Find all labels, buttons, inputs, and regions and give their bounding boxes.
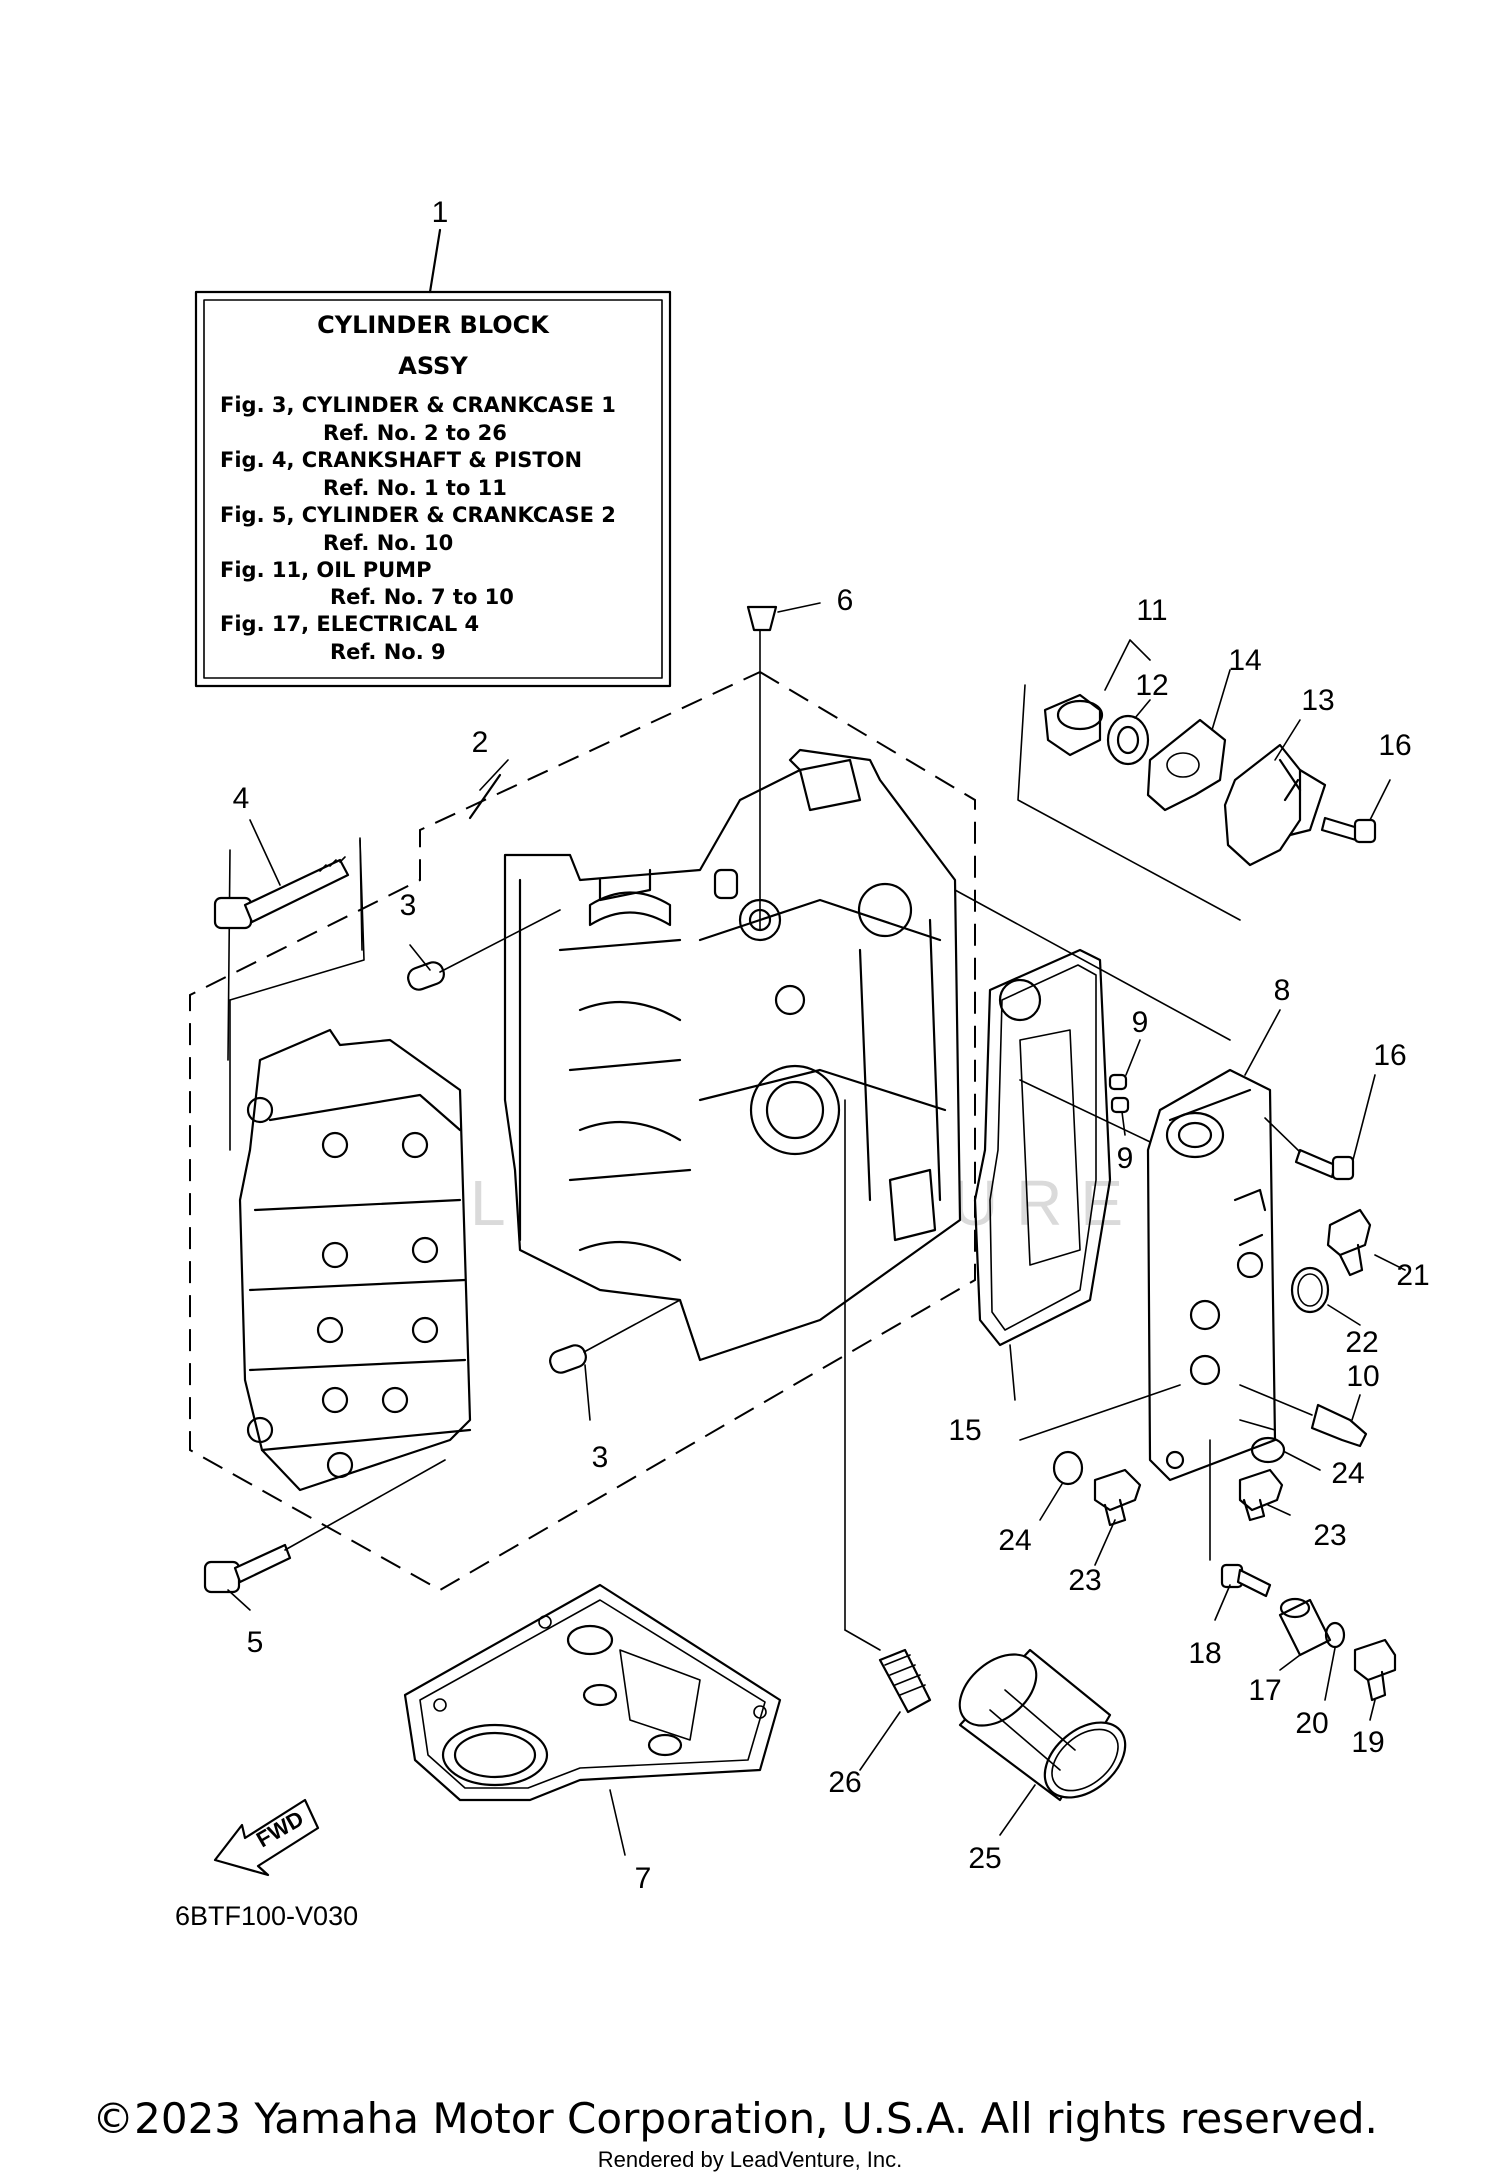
assy-box-line: Ref. No. 9	[330, 640, 446, 664]
callout-numbers: 1 2 3 3 4 5 6 7 8 9 9 10 11 12 13 14 15 …	[233, 196, 1430, 1895]
callout-23: 23	[1068, 1564, 1101, 1597]
crankcase-block	[503, 748, 962, 1362]
callout-6: 6	[837, 584, 854, 617]
leader-lines	[227, 602, 1406, 1856]
gasket-7	[403, 1583, 782, 1802]
assy-info-box: CYLINDER BLOCK ASSY Fig. 3, CYLINDER & C…	[194, 228, 672, 688]
callout-10: 10	[1346, 1360, 1379, 1393]
anode-11	[1017, 639, 1241, 921]
callout-23: 23	[1313, 1519, 1346, 1552]
callout-16: 16	[1373, 1039, 1406, 1072]
plug-6	[746, 605, 778, 931]
cover-8	[1146, 1068, 1277, 1482]
callout-9: 9	[1132, 1006, 1149, 1039]
assy-box-subtitle: ASSY	[398, 352, 468, 380]
callout-1: 1	[432, 196, 449, 229]
callout-5: 5	[247, 1626, 264, 1659]
callout-14: 14	[1228, 644, 1261, 677]
callout-12: 12	[1135, 669, 1168, 702]
callout-11: 11	[1136, 594, 1167, 627]
callout-18: 18	[1188, 1637, 1221, 1670]
fwd-arrow-icon: FWD	[213, 1798, 320, 1877]
callout-19: 19	[1351, 1726, 1384, 1759]
callout-22: 22	[1345, 1326, 1378, 1359]
pin-9	[1108, 1073, 1130, 1114]
assy-box-line: Ref. No. 1 to 11	[323, 476, 507, 500]
callout-3: 3	[592, 1441, 609, 1474]
washer-24-left	[1019, 1384, 1181, 1486]
assy-box-line: Ref. No. 7 to 10	[330, 585, 514, 609]
callout-16: 16	[1378, 729, 1411, 762]
callout-7: 7	[635, 1862, 652, 1895]
copyright-notice: ©2023 Yamaha Motor Corporation, U.S.A. A…	[92, 2094, 1378, 2143]
fitting-10	[1239, 1384, 1368, 1448]
bolt-18	[1209, 1439, 1272, 1598]
cylinder-block-left	[227, 839, 472, 1492]
assy-box-title: CYLINDER BLOCK	[317, 311, 550, 339]
assy-box-line: Ref. No. 10	[323, 531, 453, 555]
callout-8: 8	[1274, 974, 1291, 1007]
callout-3: 3	[400, 889, 417, 922]
bolt-16-lower	[1264, 1117, 1355, 1181]
union-bolt-26	[844, 1099, 932, 1714]
plug-23-left	[1093, 1468, 1142, 1527]
callout-2: 2	[472, 726, 489, 759]
dowel-pin-3-lower	[549, 1299, 681, 1374]
assy-box-line: Fig. 5, CYLINDER & CRANKCASE 2	[220, 503, 616, 527]
callout-17: 17	[1248, 1674, 1281, 1707]
assy-box-line: Fig. 4, CRANKSHAFT & PISTON	[220, 448, 582, 472]
callout-24: 24	[1331, 1457, 1364, 1490]
oil-filter-25	[958, 1648, 1127, 1802]
o-ring-20	[1324, 1621, 1346, 1649]
bolt-5	[203, 1459, 446, 1594]
plug-23-right	[1238, 1468, 1284, 1522]
cylinder-block-assy-boundary	[189, 670, 976, 1592]
dowel-pin-3-upper	[407, 909, 561, 991]
callout-9: 9	[1117, 1142, 1134, 1175]
callout-24: 24	[998, 1524, 1031, 1557]
callout-20: 20	[1295, 1707, 1328, 1740]
washer-24-right	[1239, 1419, 1286, 1464]
assy-box-line: Fig. 11, OIL PUMP	[220, 558, 431, 582]
bolt-16-upper	[1320, 816, 1377, 844]
callout-15: 15	[948, 1414, 981, 1447]
callout-13: 13	[1301, 684, 1334, 717]
o-ring-22	[1290, 1266, 1330, 1314]
callout-25: 25	[968, 1842, 1001, 1875]
assy-box-line: Fig. 3, CYLINDER & CRANKCASE 1	[220, 393, 616, 417]
bolt-4	[213, 837, 363, 951]
callout-4: 4	[233, 782, 250, 815]
rendered-by-notice: Rendered by LeadVenture, Inc.	[598, 2147, 903, 2172]
gasket-14	[1146, 718, 1227, 812]
plug-19	[1353, 1638, 1397, 1702]
washer-12	[1106, 714, 1150, 766]
callout-26: 26	[828, 1766, 861, 1799]
plug-21	[1326, 1208, 1372, 1277]
diagram-code: 6BTF100-V030	[175, 1901, 358, 1931]
assy-box-line: Ref. No. 2 to 26	[323, 421, 507, 445]
cover-13	[1223, 743, 1327, 867]
callout-21: 21	[1396, 1259, 1429, 1292]
assy-box-line: Fig. 17, ELECTRICAL 4	[220, 612, 479, 636]
spacer-17	[1278, 1597, 1332, 1657]
